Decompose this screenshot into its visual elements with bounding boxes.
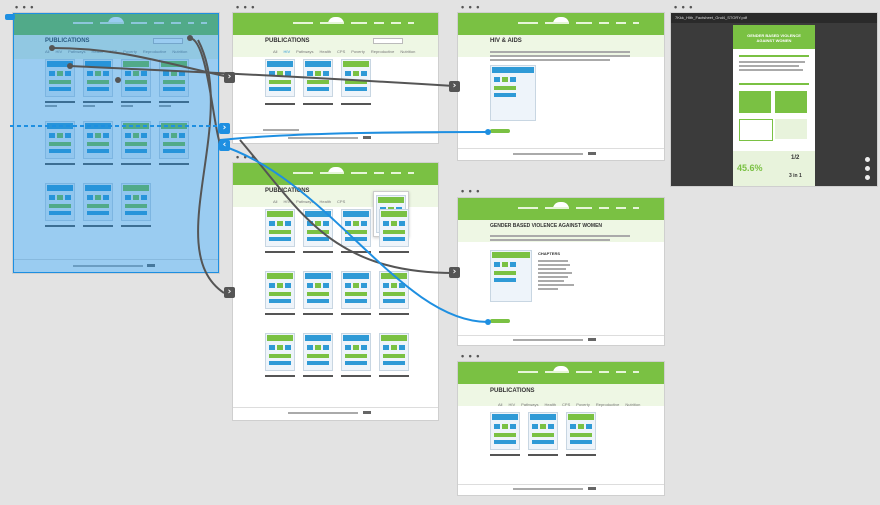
tab-filter[interactable]: CPS	[562, 402, 571, 407]
arrow-right-icon[interactable]: ›	[219, 123, 230, 134]
arrow-left-icon[interactable]: ‹	[219, 140, 230, 151]
board-menu-icon[interactable]: • • •	[236, 152, 256, 162]
board-publications-c[interactable]: PUBLICATIONS All HIV Pathways Health CPS	[233, 163, 438, 420]
pdf-toolbar: 7Kkk_Hlth_Factsheet_Gnd4_STORY.pdf	[671, 13, 877, 23]
filter-tabs[interactable]: All HIV Pathways Health CPS Poverty Reproducti…	[498, 402, 640, 407]
tab-filter[interactable]: All	[45, 49, 50, 54]
board-menu-icon[interactable]: • • •	[461, 2, 481, 12]
publication-card[interactable]	[265, 59, 295, 97]
publication-card[interactable]	[341, 333, 371, 371]
tab-filter[interactable]: Health	[319, 199, 332, 204]
tab-filter[interactable]: Pathways	[296, 49, 314, 54]
publication-card[interactable]	[303, 333, 333, 371]
factsheet-preview[interactable]	[490, 65, 536, 121]
board-publications-d[interactable]: PUBLICATIONS All HIV Pathways Health CPS Pove…	[458, 362, 664, 495]
arrow-right-icon[interactable]: ›	[449, 81, 460, 92]
download-button[interactable]	[490, 319, 510, 323]
publication-card[interactable]	[341, 59, 371, 97]
tab-filter[interactable]: All	[273, 49, 278, 54]
factsheet-preview[interactable]	[490, 250, 532, 302]
search-input[interactable]	[373, 38, 403, 44]
tab-filter[interactable]: HIV	[283, 49, 291, 54]
pdf-stat-2: 1/2	[791, 155, 800, 161]
publication-card[interactable]	[379, 333, 409, 371]
publication-card[interactable]	[379, 209, 409, 247]
publication-card[interactable]	[566, 412, 596, 450]
tab-filter[interactable]: Health	[319, 49, 332, 54]
selection-overlay	[13, 13, 219, 273]
tab-filter[interactable]: All	[273, 199, 278, 204]
tab-filter[interactable]: Pathways	[296, 199, 314, 204]
arrow-right-icon[interactable]: ›	[449, 267, 460, 278]
tab-filter[interactable]: Pathways	[521, 402, 539, 407]
board-publications-b[interactable]: PUBLICATIONS All HIV Pathways Health CPS Pove…	[233, 13, 438, 143]
tab-filter[interactable]: Poverty	[576, 402, 590, 407]
tab-filter[interactable]: HIV	[508, 402, 516, 407]
search-input[interactable]	[153, 38, 183, 44]
publication-card[interactable]	[528, 412, 558, 450]
tab-filter[interactable]: Reproductive	[595, 402, 620, 407]
top-nav	[13, 13, 219, 35]
board-gbv[interactable]: GENDER BASED VIOLENCE AGAINST WOMEN CHAP…	[458, 198, 664, 345]
publication-card[interactable]	[490, 412, 520, 450]
board-menu-icon[interactable]: • • •	[15, 2, 35, 12]
pdf-page: GENDER BASED VIOLENCE AGAINST WOMEN 45.6…	[733, 25, 815, 186]
publication-card[interactable]	[265, 209, 295, 247]
page-title: PUBLICATIONS	[265, 188, 310, 194]
filter-tabs[interactable]: All HIV Pathways Health CPS	[273, 199, 345, 204]
publication-card[interactable]	[303, 209, 333, 247]
tab-filter[interactable]: Nutrition	[400, 49, 416, 54]
publication-card[interactable]	[303, 271, 333, 309]
publication-card[interactable]	[379, 271, 409, 309]
pdf-filename: 7Kkk_Hlth_Factsheet_Gnd4_STORY.pdf	[675, 15, 748, 20]
publication-card[interactable]	[341, 209, 371, 247]
chapters-heading: CHAPTERS	[538, 251, 561, 256]
tab-filter[interactable]: Health	[544, 402, 557, 407]
publication-card[interactable]	[159, 121, 189, 159]
download-button[interactable]	[490, 129, 510, 133]
board-hiv-aids[interactable]: HIV & AIDS	[458, 13, 664, 160]
board-pdf-viewer[interactable]: 7Kkk_Hlth_Factsheet_Gnd4_STORY.pdf GENDE…	[671, 13, 877, 186]
tab-filter[interactable]: HIV	[283, 199, 291, 204]
publication-card[interactable]	[121, 183, 151, 221]
publication-card[interactable]	[265, 271, 295, 309]
pdf-heading: GENDER BASED VIOLENCE AGAINST WOMEN	[747, 33, 801, 43]
arrow-right-icon[interactable]: ›	[224, 72, 235, 83]
publication-card[interactable]	[265, 333, 295, 371]
arrow-right-icon[interactable]: ›	[224, 287, 235, 298]
selection-handle[interactable]	[5, 14, 15, 20]
tab-filter[interactable]: Reproductive	[370, 49, 395, 54]
pdf-stat-3: 3 in 1	[789, 173, 802, 179]
tab-filter[interactable]: CPS	[337, 199, 346, 204]
publication-card[interactable]	[341, 271, 371, 309]
tab-filter[interactable]: CPS	[337, 49, 346, 54]
publication-card[interactable]	[83, 183, 113, 221]
pdf-stat-1: 45.6%	[737, 163, 763, 173]
page-title: PUBLICATIONS	[490, 388, 535, 394]
zoom-controls[interactable]	[865, 157, 871, 181]
page-title: GENDER BASED VIOLENCE AGAINST WOMEN	[490, 223, 603, 229]
page-title: HIV & AIDS	[490, 38, 522, 44]
filter-tabs[interactable]: All HIV Pathways Health CPS Poverty Reproducti…	[273, 49, 415, 54]
publication-card[interactable]	[45, 183, 75, 221]
board-menu-icon[interactable]: • • •	[461, 351, 481, 361]
tab-filter[interactable]: All	[498, 402, 503, 407]
board-menu-icon[interactable]: • • •	[236, 2, 256, 12]
board-menu-icon[interactable]: • • •	[461, 186, 481, 196]
tab-filter[interactable]: Nutrition	[625, 402, 641, 407]
logo	[108, 17, 124, 24]
page-title: PUBLICATIONS	[45, 38, 90, 44]
page-title: PUBLICATIONS	[265, 38, 310, 44]
board-menu-icon[interactable]: • • •	[674, 2, 694, 12]
publication-card[interactable]	[303, 59, 333, 97]
tab-filter[interactable]: Poverty	[351, 49, 365, 54]
